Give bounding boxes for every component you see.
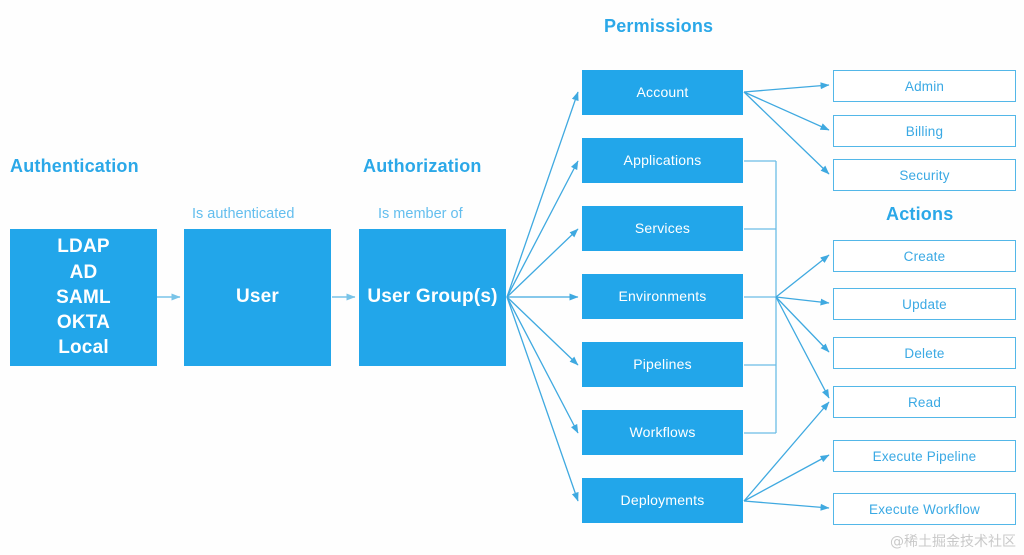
identity-provider-ad: AD	[69, 261, 98, 283]
identity-provider-local: Local	[58, 337, 109, 359]
watermark: @稀土掘金技术社区	[890, 534, 1016, 550]
identity-provider-okta: OKTA	[56, 312, 111, 334]
identity-provider-ldap: LDAP	[57, 236, 110, 258]
action-create[interactable]: Create	[833, 240, 1016, 272]
wire-deployments-to-actions	[743, 401, 830, 511]
action-execute-pipeline[interactable]: Execute Pipeline	[833, 440, 1016, 472]
action-read[interactable]: Read	[833, 386, 1016, 418]
action-delete[interactable]: Delete	[833, 337, 1016, 369]
action-admin[interactable]: Admin	[833, 70, 1016, 102]
action-billing[interactable]: Billing	[833, 115, 1016, 147]
section-title-authorization: Authorization	[363, 156, 482, 176]
node-identity-providers[interactable]: LDAP AD SAML OKTA Local	[10, 229, 157, 366]
permission-applications[interactable]: Applications	[582, 138, 743, 183]
section-title-actions: Actions	[886, 204, 954, 224]
wire-account-to-account-actions	[743, 82, 830, 175]
permission-account[interactable]: Account	[582, 70, 743, 115]
wire-permissions-bus	[744, 160, 777, 434]
section-title-authentication: Authentication	[10, 156, 139, 176]
node-user-groups[interactable]: User Group(s)	[359, 229, 506, 366]
permission-workflows[interactable]: Workflows	[582, 410, 743, 455]
permission-deployments[interactable]: Deployments	[582, 478, 743, 523]
action-security[interactable]: Security	[833, 159, 1016, 191]
permission-environments[interactable]: Environments	[582, 274, 743, 319]
action-execute-workflow[interactable]: Execute Workflow	[833, 493, 1016, 525]
edge-label-is-authenticated: Is authenticated	[192, 206, 295, 222]
section-title-permissions: Permissions	[604, 16, 714, 36]
wire-bus-to-actions	[775, 254, 830, 399]
identity-provider-saml: SAML	[56, 286, 111, 308]
wire-group-to-permissions	[506, 91, 579, 502]
node-user[interactable]: User	[184, 229, 331, 366]
permission-services[interactable]: Services	[582, 206, 743, 251]
edge-label-is-member-of: Is member of	[378, 206, 463, 222]
action-update[interactable]: Update	[833, 288, 1016, 320]
permission-pipelines[interactable]: Pipelines	[582, 342, 743, 387]
